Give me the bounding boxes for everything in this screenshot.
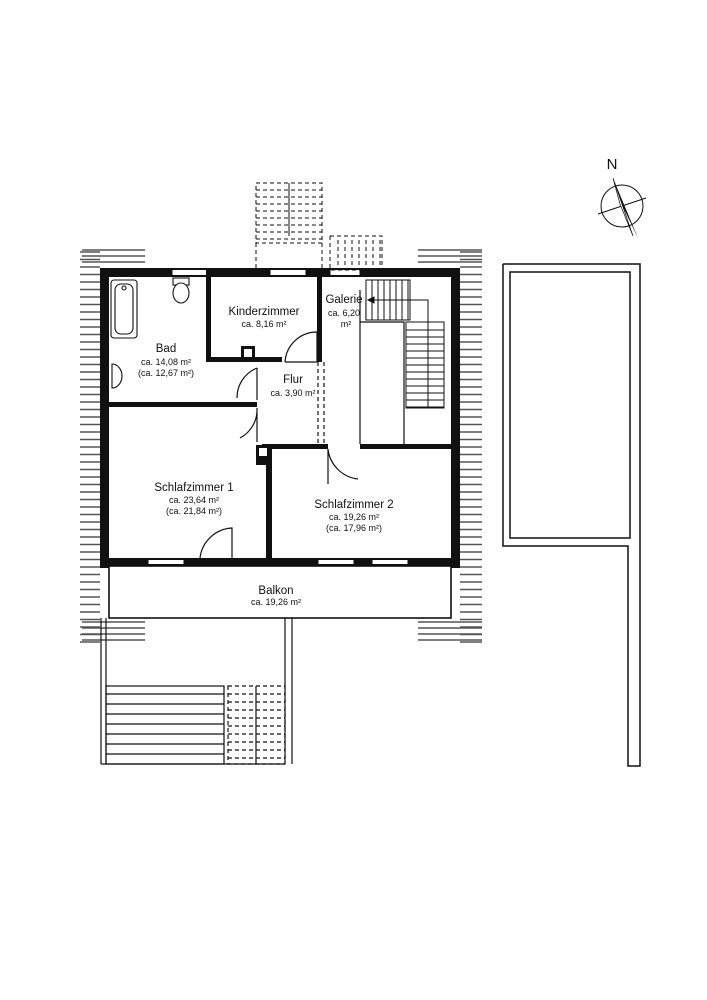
bathtub-inner bbox=[114, 283, 134, 335]
drain bbox=[121, 285, 127, 291]
wall bbox=[360, 444, 451, 449]
terrace bbox=[502, 263, 641, 767]
room-name-bad: Bad bbox=[156, 343, 176, 355]
wall bbox=[109, 558, 451, 566]
sink bbox=[111, 363, 123, 389]
doors bbox=[199, 331, 359, 559]
window bbox=[269, 269, 307, 276]
window bbox=[317, 559, 355, 565]
compass-needle bbox=[613, 178, 638, 238]
room-name-schlafzimmer1: Schlafzimmer 1 bbox=[154, 482, 233, 494]
room-area-bad: ca. 14,08 m² bbox=[141, 357, 191, 367]
room-name-kinderzimmer: Kinderzimmer bbox=[229, 306, 300, 318]
west-wall bbox=[100, 268, 109, 568]
room-area-galerie-2: m² bbox=[341, 319, 352, 329]
room-name-flur: Flur bbox=[283, 374, 303, 386]
east-wall bbox=[451, 268, 460, 568]
wall bbox=[262, 444, 328, 449]
roof-hatching bbox=[80, 249, 482, 643]
room-area-schlafzimmer1: ca. 23,64 m² bbox=[169, 495, 219, 505]
balkon-outline bbox=[108, 565, 452, 619]
room-name-schlafzimmer2: Schlafzimmer 2 bbox=[314, 499, 393, 511]
compass-circle bbox=[600, 184, 644, 228]
balkon bbox=[108, 565, 452, 619]
interior-stair bbox=[365, 279, 445, 409]
north-windows bbox=[171, 269, 361, 276]
door-schlafzimmer1 bbox=[239, 407, 258, 442]
door-balkon bbox=[199, 527, 233, 559]
dashed-stairs bbox=[255, 182, 383, 271]
wall bbox=[266, 449, 272, 562]
balkon-windows bbox=[147, 559, 409, 565]
window bbox=[371, 559, 409, 565]
external-stairs bbox=[100, 618, 293, 765]
door-schlafzimmer2 bbox=[327, 448, 359, 484]
north-label: N bbox=[607, 156, 618, 173]
wall bbox=[317, 270, 322, 362]
north-compass: N bbox=[597, 156, 647, 238]
bathroom-fixtures bbox=[110, 277, 190, 389]
room-area-galerie-1: ca. 6,20 bbox=[328, 308, 360, 318]
window bbox=[147, 559, 185, 565]
room-area-flur: ca. 3,90 m² bbox=[270, 388, 315, 398]
room-area-net-schlafzimmer2: (ca. 17,96 m²) bbox=[326, 523, 382, 533]
door-kinderzimmer bbox=[284, 331, 318, 363]
room-area-balkon: ca. 19,26 m² bbox=[251, 597, 301, 607]
toilet-bowl bbox=[172, 282, 190, 304]
room-area-schlafzimmer2: ca. 19,26 m² bbox=[329, 512, 379, 522]
room-name-balkon: Balkon bbox=[258, 585, 293, 597]
room-area-net-bad: (ca. 12,67 m²) bbox=[138, 368, 194, 378]
room-area-net-schlafzimmer1: (ca. 21,84 m²) bbox=[166, 506, 222, 516]
room-area-kinderzimmer: ca. 8,16 m² bbox=[241, 319, 286, 329]
room-labels: Bad ca. 14,08 m² (ca. 12,67 m²) Kinderzi… bbox=[138, 294, 394, 607]
wall bbox=[206, 270, 211, 362]
wall bbox=[109, 402, 257, 407]
door-bad bbox=[236, 367, 258, 400]
window bbox=[171, 269, 209, 276]
room-name-galerie: Galerie bbox=[325, 294, 362, 306]
